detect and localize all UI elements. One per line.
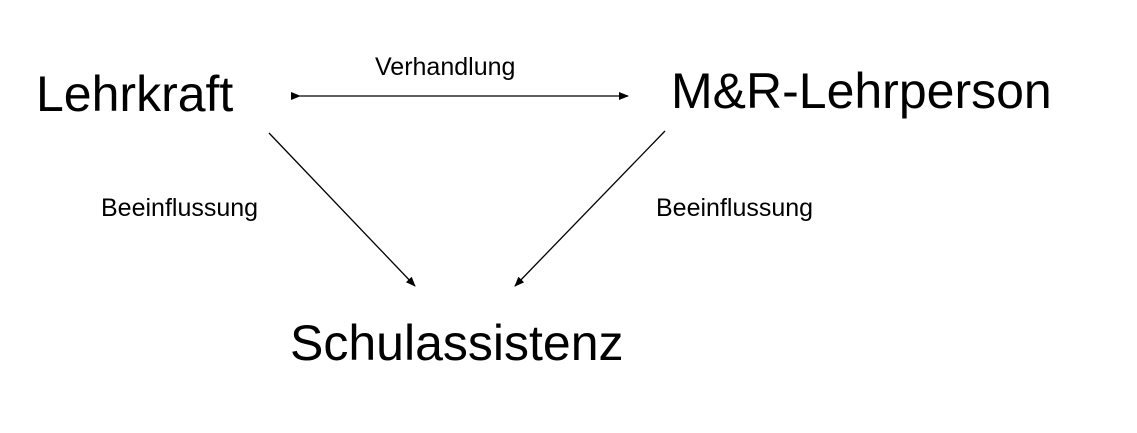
edge-beeinflussung-left-arrow — [268, 132, 416, 287]
node-mr-lehrperson: M&R-Lehrperson — [671, 63, 1052, 119]
edge-beeinflussung-right-arrow — [514, 130, 666, 287]
node-lehrkraft: Lehrkraft — [36, 66, 234, 122]
node-schulassistenz: Schulassistenz — [290, 315, 624, 371]
edge-label-beeinflussung-right: Beeinflussung — [656, 194, 814, 222]
edge-label-beeinflussung-left: Beeinflussung — [101, 194, 259, 222]
edge-label-verhandlung: Verhandlung — [375, 53, 516, 81]
